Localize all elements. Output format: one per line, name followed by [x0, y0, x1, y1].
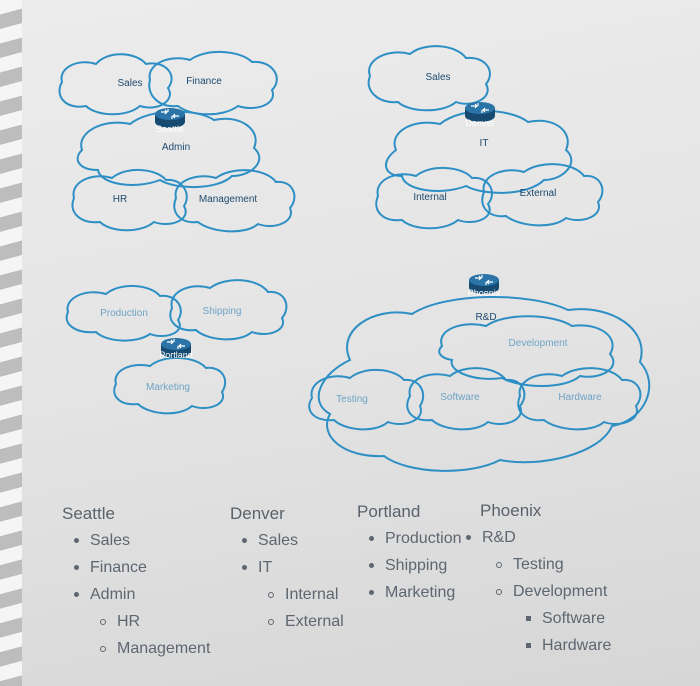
- svg-text:Admin: Admin: [162, 142, 190, 153]
- svg-text:R&D: R&D: [475, 312, 496, 323]
- svg-text:Shipping: Shipping: [203, 306, 242, 317]
- cloud-denver-sales: [367, 45, 491, 112]
- svg-text:Production: Production: [100, 308, 148, 319]
- cloud-phoenix-testing: [308, 368, 425, 431]
- svg-text:HR: HR: [113, 194, 127, 205]
- outline-seattle: Seattle Sales Finance Admin HR Managemen…: [62, 500, 210, 662]
- outline-phoenix: Phoenix R&D Testing Development Software…: [466, 497, 611, 659]
- outline-seattle-title: Seattle: [62, 504, 115, 523]
- cloud-phoenix-hardware: [517, 367, 642, 431]
- svg-text:External: External: [520, 188, 557, 199]
- cloud-seattle-finance: [148, 50, 278, 116]
- outline-subitem: Testing: [480, 551, 611, 578]
- svg-text:IT: IT: [480, 138, 489, 149]
- svg-text:Software: Software: [440, 392, 480, 403]
- svg-text:Development: Development: [509, 338, 568, 349]
- outline-item: R&D: [466, 524, 611, 551]
- outline-subitem: Management: [62, 635, 210, 662]
- cloud-seattle-hr: [71, 168, 188, 232]
- svg-text:Sales: Sales: [117, 78, 142, 89]
- outline-subsubitem: Software: [480, 605, 611, 632]
- cloud-seattle-management: [173, 169, 296, 233]
- cloud-portland-marketing: [113, 356, 227, 415]
- router-phoenix-label: Phoenix: [468, 288, 501, 298]
- outline-subsubitem: Hardware: [480, 632, 611, 659]
- outline-item: IT: [230, 554, 344, 581]
- outline-portland: Portland Production Shipping Marketing: [357, 498, 462, 606]
- svg-text:Testing: Testing: [336, 394, 368, 405]
- outline-subitem: Internal: [230, 581, 344, 608]
- outline-item: Sales: [62, 527, 210, 554]
- outline-subitem: External: [230, 608, 344, 635]
- screen-paper: [22, 0, 700, 686]
- outline-item: Marketing: [357, 579, 462, 606]
- svg-text:Finance: Finance: [186, 76, 222, 87]
- svg-text:Management: Management: [199, 194, 258, 205]
- outline-portland-title: Portland: [357, 502, 421, 521]
- cloud-phoenix-software: [406, 367, 526, 431]
- router-denver-label: Denver: [465, 118, 494, 128]
- outline-phoenix-title: Phoenix: [480, 501, 542, 520]
- outline-item: Admin: [62, 581, 210, 608]
- cloud-portland-shipping: [169, 279, 288, 341]
- outline-denver: Denver Sales IT Internal External: [230, 500, 344, 635]
- router-portland-label: Portland: [159, 350, 193, 360]
- outline-item: Finance: [62, 554, 210, 581]
- cloud-seattle-sales: [58, 53, 173, 116]
- svg-text:Hardware: Hardware: [558, 392, 602, 403]
- outline-subitem: HR: [62, 608, 210, 635]
- outline-subitem: Development: [480, 578, 611, 605]
- cloud-denver-external: [481, 163, 604, 227]
- svg-text:Marketing: Marketing: [146, 382, 190, 393]
- router-seattle-label: Seattle: [156, 124, 184, 134]
- outline-item: Sales: [230, 527, 344, 554]
- outline-item: Production: [357, 525, 462, 552]
- cloud-portland-production: [65, 284, 182, 342]
- cloud-denver-internal: [375, 166, 493, 230]
- window-light-glare: [0, 0, 26, 686]
- cloud-phoenix-development: [438, 315, 615, 387]
- outline-denver-title: Denver: [230, 504, 285, 523]
- cloud-phoenix-rd: [317, 295, 651, 472]
- outline-item: Shipping: [357, 552, 462, 579]
- svg-text:Internal: Internal: [413, 192, 446, 203]
- svg-text:Sales: Sales: [425, 72, 450, 83]
